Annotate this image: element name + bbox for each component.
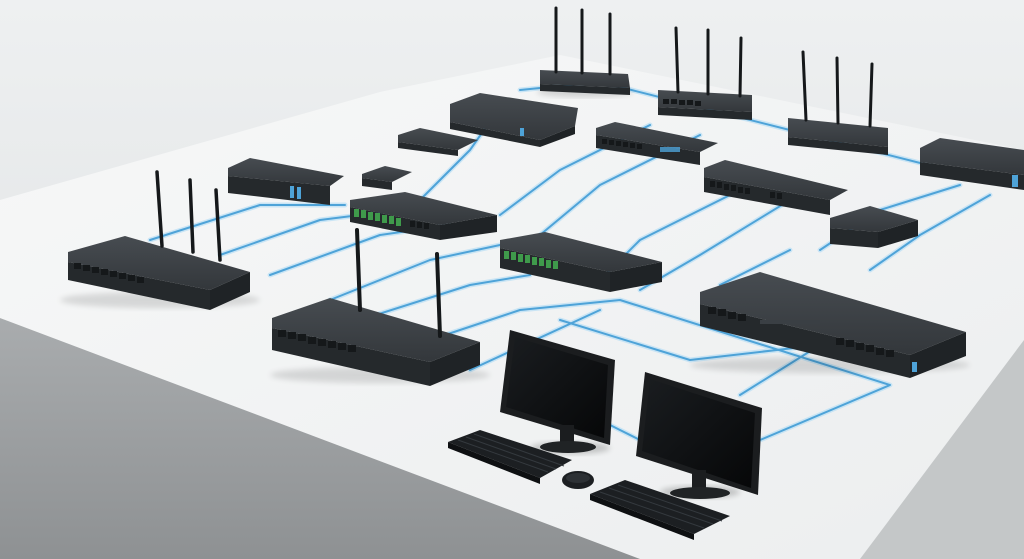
wifi-router-icon — [537, 6, 633, 97]
mouse-icon — [562, 471, 594, 489]
network-switch-icon — [704, 160, 848, 215]
network-switch-icon — [398, 128, 478, 156]
keyboard-icon — [590, 480, 730, 540]
wifi-router-icon — [60, 170, 260, 310]
network-switch-icon — [500, 232, 662, 292]
network-switch-icon — [596, 122, 718, 165]
monitor-icon — [500, 330, 615, 454]
network-switch-icon — [362, 166, 412, 190]
network-switch-icon — [830, 206, 918, 248]
monitor-icon — [636, 372, 762, 499]
network-switch-icon — [450, 93, 578, 147]
wifi-router-icon — [270, 228, 490, 386]
wifi-router-icon — [788, 50, 888, 155]
network-switch-icon — [920, 138, 1024, 190]
keyboard-icon — [448, 430, 572, 484]
wifi-router-icon — [658, 26, 752, 120]
network-switch-icon — [228, 158, 344, 205]
network-switch-icon — [350, 192, 497, 240]
network-switch-icon — [690, 272, 970, 378]
